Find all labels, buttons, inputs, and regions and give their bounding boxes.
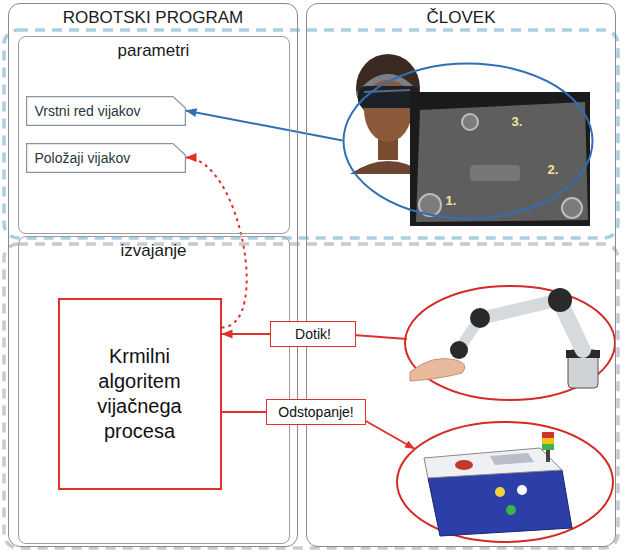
connector-arrow <box>222 411 267 413</box>
execution-section: izvajanjeKrmilni algoritem vijačnega pro… <box>18 236 290 544</box>
callout-number: 3. <box>512 114 523 129</box>
parameter-label: Vrstni red vijakov <box>35 103 141 119</box>
control-box-screen <box>490 453 534 465</box>
robot-joint <box>470 308 490 328</box>
signal-light <box>542 438 554 444</box>
process-box: Krmilni algoritem vijačnega procesa <box>58 298 222 490</box>
process-label: Krmilni algoritem vijačnega procesa <box>72 344 208 444</box>
section-title: ROBOTSKI PROGRAM <box>9 4 297 28</box>
event-box: Odstopanje! <box>266 399 366 425</box>
robot-link <box>482 300 558 318</box>
screw-hole <box>562 198 582 218</box>
highlight-ellipse <box>405 286 615 400</box>
signal-light <box>542 444 554 450</box>
section-title: parametri <box>19 37 289 61</box>
signal-light <box>542 432 554 438</box>
event-label: Dotik! <box>295 326 331 342</box>
control-box-panel <box>424 448 562 478</box>
push-button <box>517 485 527 495</box>
event-label: Odstopanje! <box>278 404 354 420</box>
signal-tower-pole <box>546 450 550 462</box>
push-button <box>506 505 516 515</box>
connector-arrow <box>186 111 343 141</box>
screw-hole <box>462 114 478 130</box>
dashed-region <box>4 30 618 238</box>
connector-arrow <box>222 333 271 335</box>
robot-flange <box>450 341 468 359</box>
photo-background <box>410 92 590 226</box>
connector-arrow <box>186 158 247 328</box>
robot-joint <box>548 288 572 312</box>
callout-number: 1. <box>446 193 457 208</box>
tag-outline <box>26 143 185 172</box>
push-button <box>495 487 505 497</box>
parameter-tag: Vrstni red vijakov <box>26 96 186 126</box>
human-panel: ČLOVEK 1. 2. 3. <box>306 3 616 547</box>
tag-outline <box>26 96 185 125</box>
section-title: izvajanje <box>19 237 289 261</box>
callout-number: 2. <box>548 162 559 177</box>
event-box: Dotik! <box>270 321 356 347</box>
section-title: ČLOVEK <box>307 4 615 28</box>
human-hand <box>410 359 465 382</box>
ellipse-shape <box>342 62 594 220</box>
stop-button <box>455 460 473 470</box>
parameter-label: Položaji vijakov <box>35 150 131 166</box>
dashed-region <box>4 244 618 548</box>
ellipse-outline <box>343 63 592 218</box>
screw-plate <box>416 102 588 222</box>
input-ellipse: 1. 2. 3. <box>342 62 594 220</box>
control-box-body <box>428 470 572 536</box>
parameter-section: parametriVrstni red vijakovPoložaji vija… <box>18 36 290 234</box>
plate-part <box>470 165 520 181</box>
program-panel: ROBOTSKI PROGRAM parametriVrstni red vija… <box>8 3 298 547</box>
highlight-ellipse <box>397 422 613 542</box>
parameter-tag: Položaji vijakov <box>26 143 186 173</box>
